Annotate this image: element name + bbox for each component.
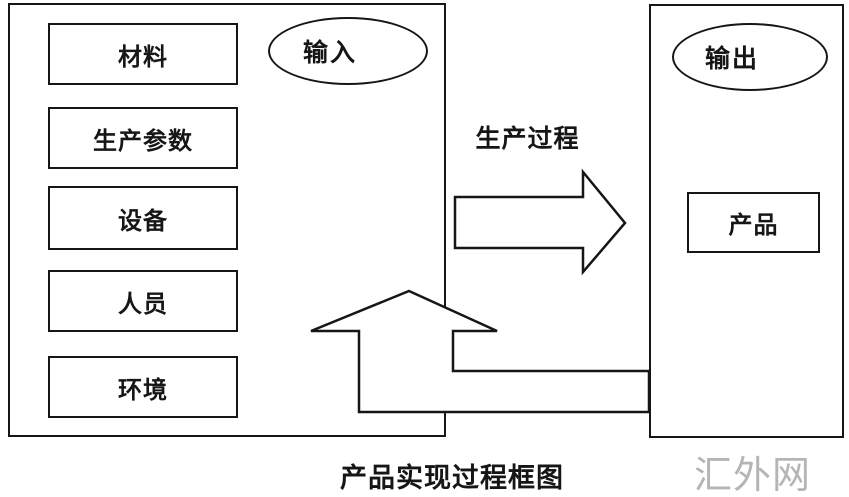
input-item-personnel: 人员 (48, 270, 238, 332)
process-arrow-shape (453, 168, 627, 276)
input-item-materials: 材料 (48, 23, 238, 85)
process-arrow-label: 生产过程 (475, 125, 580, 153)
input-ellipse-label: 输入 (302, 39, 357, 67)
input-item-environment-label: 环境 (118, 376, 168, 404)
product-box-label: 产品 (728, 212, 779, 239)
input-group-box (8, 3, 446, 437)
diagram-caption: 产品实现过程框图 (340, 463, 564, 493)
input-item-materials-label: 材料 (118, 43, 168, 71)
output-ellipse-label: 输出 (704, 45, 759, 73)
input-item-personnel-label: 人员 (118, 290, 168, 318)
feedback-arrow-shape (310, 289, 651, 414)
product-box: 产品 (687, 192, 820, 253)
watermark-text: 汇外网 (694, 455, 812, 497)
input-item-production-parameters: 生产参数 (48, 107, 238, 169)
input-item-production-parameters-label: 生产参数 (93, 127, 193, 155)
input-item-equipment: 设备 (48, 186, 238, 250)
input-item-environment: 环境 (48, 356, 238, 418)
input-ellipse: 输入 (268, 17, 428, 85)
input-item-equipment-label: 设备 (118, 207, 168, 235)
output-ellipse: 输出 (672, 23, 828, 91)
